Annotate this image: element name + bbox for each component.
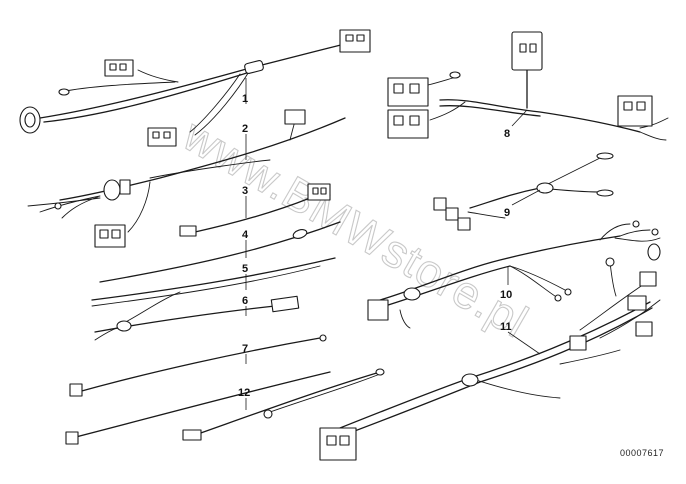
wire-7 bbox=[69, 334, 327, 397]
plug-7 bbox=[69, 383, 83, 397]
part-label-12: 12 bbox=[238, 387, 250, 399]
connector-8c bbox=[617, 95, 653, 127]
harness-8 bbox=[387, 31, 669, 141]
leader-lines bbox=[245, 78, 541, 410]
part-label-4: 4 bbox=[242, 229, 249, 241]
wire-12 bbox=[65, 368, 385, 445]
part-label-7: 7 bbox=[242, 343, 248, 355]
connector-10 bbox=[367, 299, 389, 321]
terminal-9b bbox=[445, 207, 459, 221]
part-label-10: 10 bbox=[500, 289, 512, 301]
plug-12b bbox=[182, 429, 202, 441]
part-labels: 1 2 3 4 5 6 7 8 9 10 11 12 bbox=[238, 93, 512, 399]
terminal-9c bbox=[457, 217, 471, 231]
part-label-9: 9 bbox=[504, 207, 510, 219]
wire-6 bbox=[94, 291, 300, 341]
part-label-6: 6 bbox=[242, 295, 248, 307]
wire-4 bbox=[99, 221, 341, 283]
harness-1 bbox=[19, 29, 371, 147]
part-label-11: 11 bbox=[500, 321, 512, 333]
harness-3 bbox=[179, 183, 331, 237]
part-label-3: 3 bbox=[242, 185, 248, 197]
connector-11a bbox=[319, 427, 357, 461]
connector-1a bbox=[339, 29, 371, 53]
connector-11d bbox=[635, 321, 653, 337]
part-label-8: 8 bbox=[504, 128, 510, 140]
connector-3b bbox=[307, 183, 331, 201]
part-label-2: 2 bbox=[242, 123, 248, 135]
connector-2a bbox=[284, 109, 306, 125]
harness-2 bbox=[27, 109, 346, 248]
relay-8 bbox=[511, 31, 543, 71]
plug-12a bbox=[65, 431, 79, 445]
terminal-9a bbox=[433, 197, 447, 211]
wire-5 bbox=[91, 257, 336, 307]
harness-11 bbox=[319, 243, 661, 461]
part-label-1: 1 bbox=[242, 93, 248, 105]
grommet-2 bbox=[103, 179, 121, 201]
connector-1b bbox=[104, 59, 134, 77]
connector-11e bbox=[569, 335, 587, 351]
harness-10 bbox=[367, 220, 661, 329]
connector-11c bbox=[627, 295, 647, 311]
document-number: 00007617 bbox=[619, 448, 664, 458]
harness-9 bbox=[433, 152, 614, 231]
connector-11b bbox=[639, 271, 657, 287]
connector-6 bbox=[270, 295, 300, 313]
connector-1c bbox=[147, 127, 177, 147]
part-label-5: 5 bbox=[242, 263, 248, 275]
connector-3a bbox=[179, 225, 197, 237]
